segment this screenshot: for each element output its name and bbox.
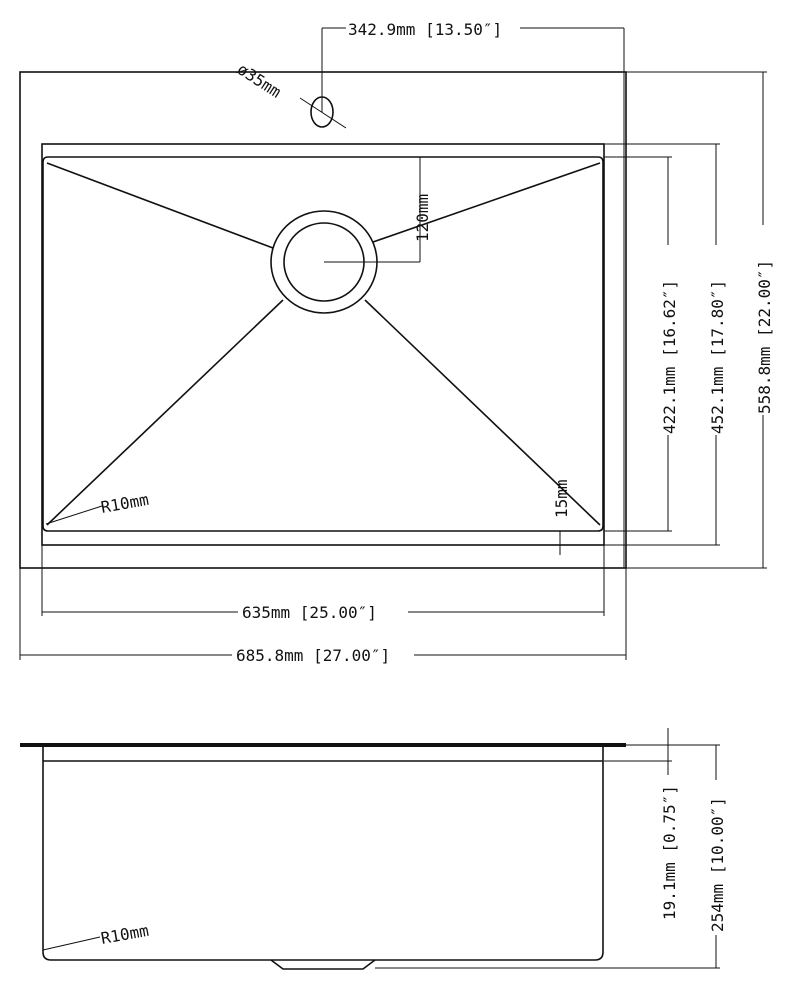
depth-label: 254mm [10.00″] bbox=[708, 797, 727, 932]
bowl-length-label: 422.1mm [16.62″] bbox=[660, 280, 679, 434]
faucet-dimension bbox=[299, 27, 625, 568]
slope-line bbox=[372, 162, 601, 243]
overall-width-label: 685.8mm [27.00″] bbox=[236, 646, 390, 665]
drain-offset-label: 120mm bbox=[413, 194, 432, 242]
sink-flange bbox=[41, 143, 605, 546]
rim-label: 15mm bbox=[552, 479, 571, 518]
bowl-outline bbox=[42, 156, 604, 532]
slope-line bbox=[46, 162, 274, 249]
side-view bbox=[20, 743, 626, 970]
side-radius-label: R10mm bbox=[99, 921, 150, 948]
flange-height-label: 19.1mm [0.75″] bbox=[660, 785, 679, 920]
radius-leader bbox=[45, 505, 103, 525]
inner-length-label: 452.1mm [17.80″] bbox=[708, 280, 727, 434]
countertop-outline bbox=[19, 71, 627, 569]
slope-line bbox=[46, 299, 284, 526]
slope-line bbox=[364, 299, 601, 526]
top-view bbox=[19, 71, 627, 569]
drain-dimension bbox=[324, 157, 421, 263]
bowl-width-label: 635mm [25.00″] bbox=[242, 603, 377, 622]
faucet-hole-label: ø35mm bbox=[234, 59, 285, 101]
overall-length-label: 558.8mm [22.00″] bbox=[755, 260, 774, 414]
faucet-offset-label: 342.9mm [13.50″] bbox=[348, 20, 502, 39]
bowl-side-outline bbox=[42, 747, 604, 961]
length-dimensions bbox=[604, 71, 767, 569]
top-radius-label: R10mm bbox=[99, 490, 150, 517]
rim-dimension bbox=[548, 530, 566, 555]
width-dimensions bbox=[19, 545, 627, 660]
drain-side bbox=[270, 959, 376, 970]
